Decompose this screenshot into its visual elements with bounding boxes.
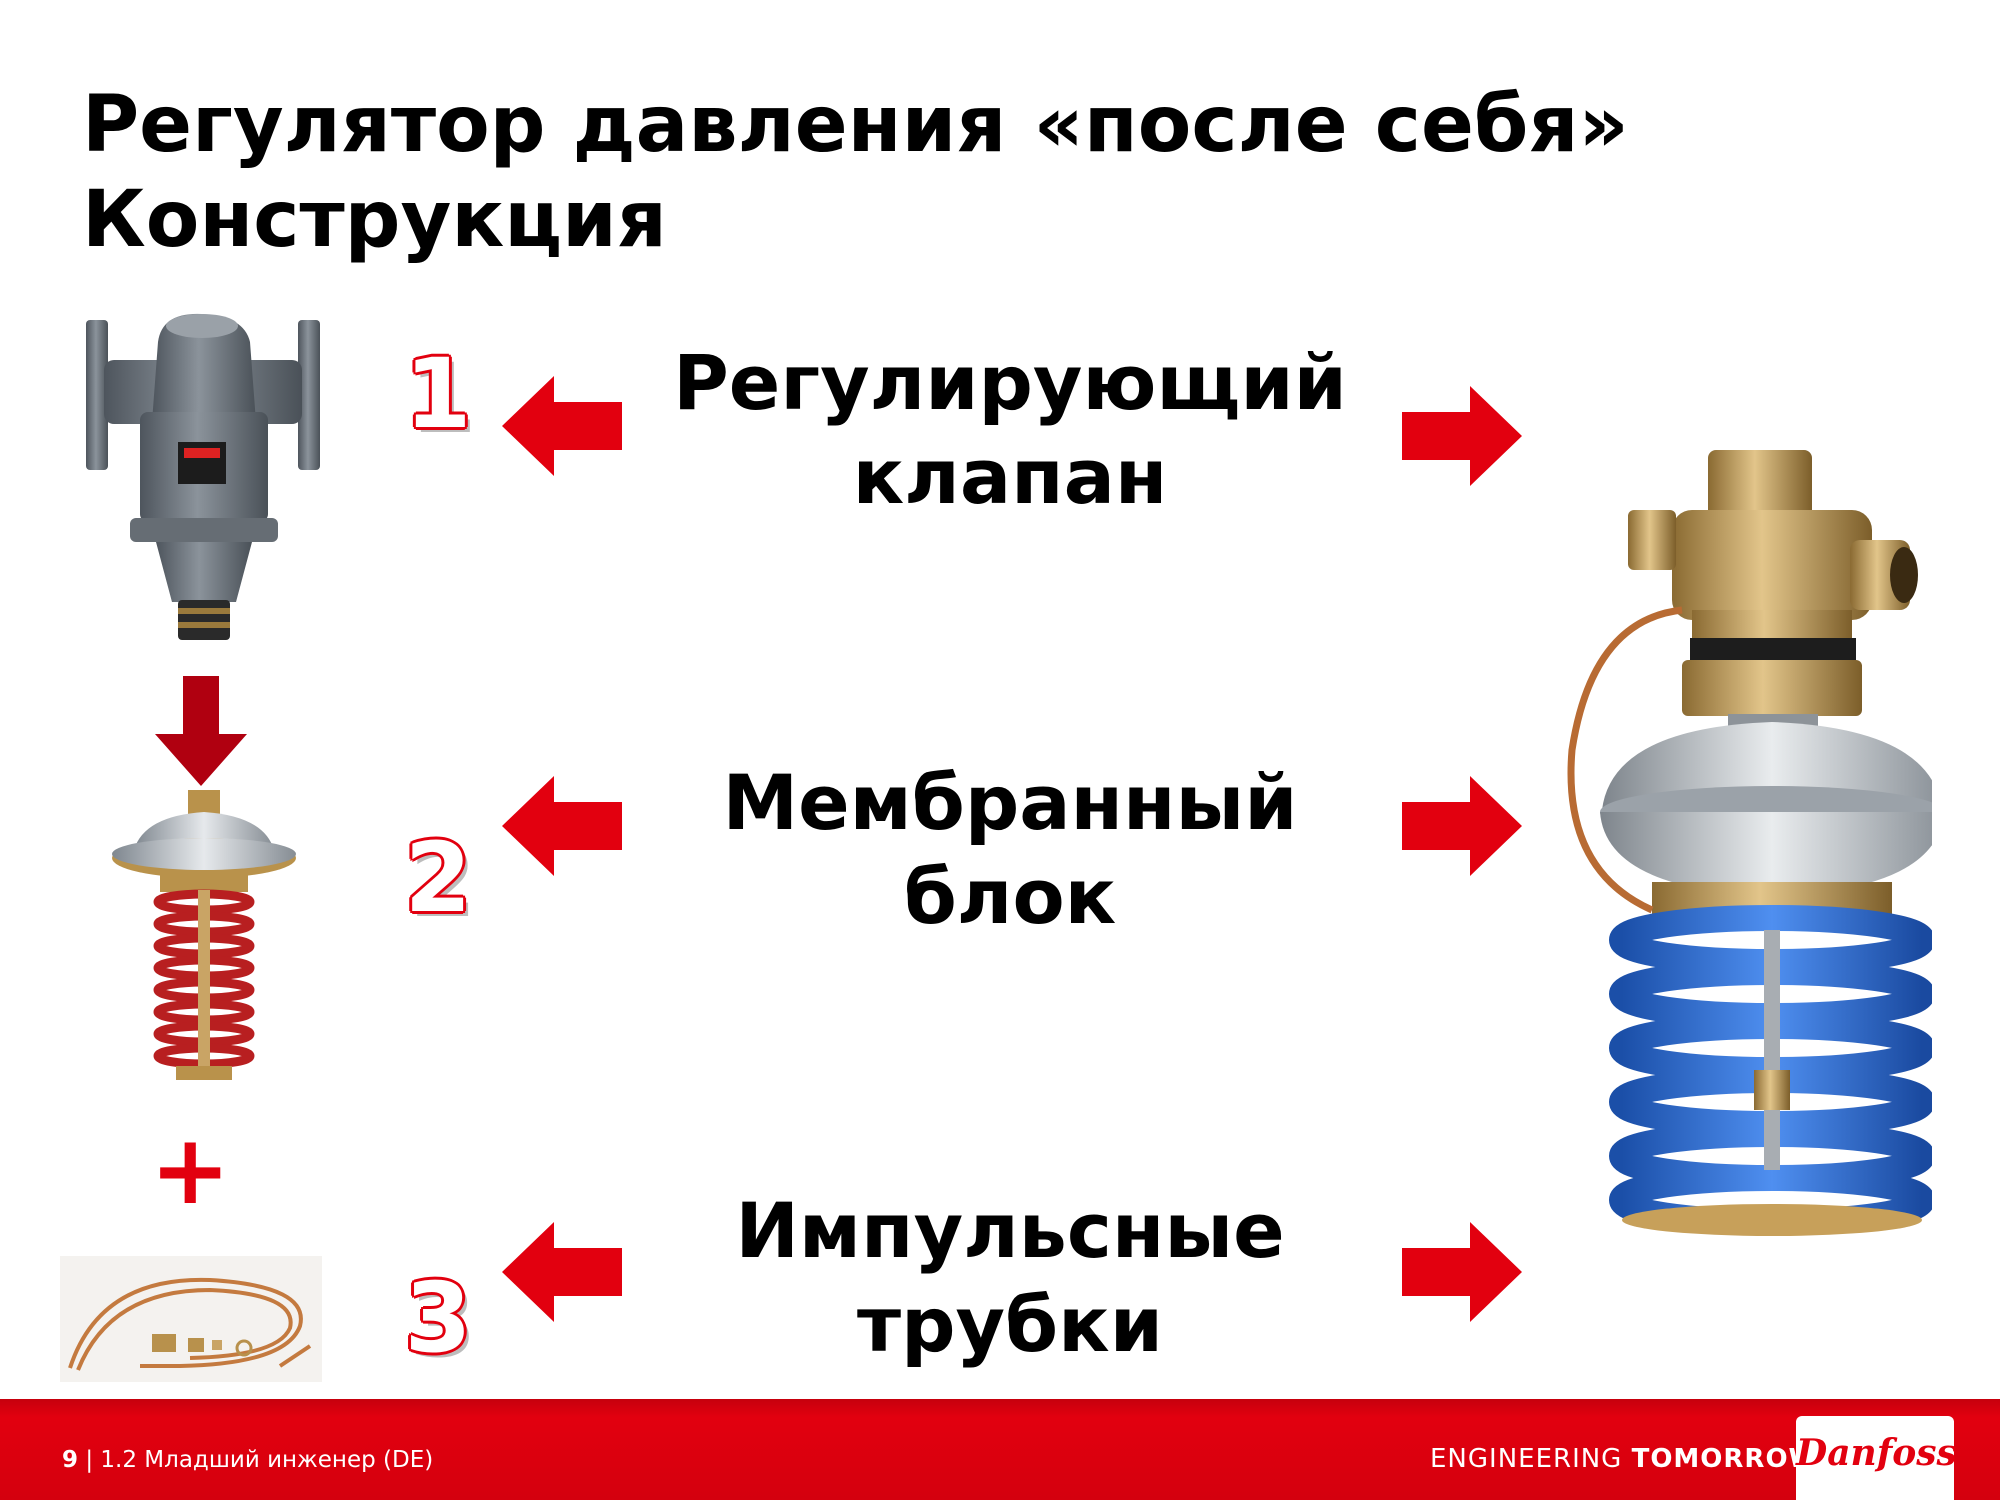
component-label-2-line-1: Мембранный: [722, 758, 1298, 847]
component-number-1: 1: [404, 338, 472, 450]
logo-text: Danfoss: [1796, 1432, 1957, 1474]
danfoss-logo: Danfoss: [1796, 1416, 1957, 1500]
component-label-1-line-2: клапан: [852, 432, 1168, 521]
component-label-3-line-1: Импульсные: [735, 1186, 1285, 1275]
arrow-left-icon: [502, 776, 622, 876]
arrow-left-icon: [502, 1222, 622, 1322]
component-label-3-line-2: трубки: [857, 1280, 1163, 1369]
arrow-right-icon: [1402, 386, 1522, 486]
down-arrow-icon: [155, 676, 247, 786]
assembled-regulator-image: [1567, 450, 1932, 1236]
plus-sign: +: [150, 1114, 231, 1226]
component-label-1: Регулирующий клапан: [640, 336, 1380, 524]
footer-info: 9 | 1.2 Младший инженер (DE): [62, 1447, 433, 1473]
title-line-2: Конструкция: [82, 175, 667, 265]
title-line-1: Регулятор давления «после себя»: [82, 80, 1629, 170]
tagline-part-2: TOMORROW: [1631, 1444, 1819, 1474]
control-valve-image: [86, 313, 320, 640]
arrow-right-icon: [1402, 1222, 1522, 1322]
component-label-2: Мембранный блок: [640, 756, 1380, 944]
diaphragm-actuator-image: [112, 790, 296, 1080]
component-label-1-line-1: Регулирующий: [673, 338, 1347, 427]
component-label-2-line-2: блок: [903, 852, 1117, 941]
arrow-left-icon: [502, 376, 622, 476]
course-name: 1.2 Младший инженер (DE): [100, 1447, 434, 1473]
component-number-2: 2: [404, 822, 472, 934]
footer-separator: |: [78, 1447, 101, 1473]
component-number-3: 3: [404, 1262, 472, 1374]
footer-bar: [0, 1399, 2000, 1500]
arrow-right-icon: [1402, 776, 1522, 876]
component-label-3: Импульсные трубки: [640, 1184, 1380, 1372]
impulse-tubes-image: [60, 1256, 322, 1382]
tagline-part-1: ENGINEERING: [1430, 1444, 1632, 1474]
tagline: ENGINEERING TOMORROW: [1430, 1444, 1818, 1474]
slide-title: Регулятор давления «после себя» Конструк…: [82, 78, 1782, 268]
page-number: 9: [62, 1447, 79, 1473]
